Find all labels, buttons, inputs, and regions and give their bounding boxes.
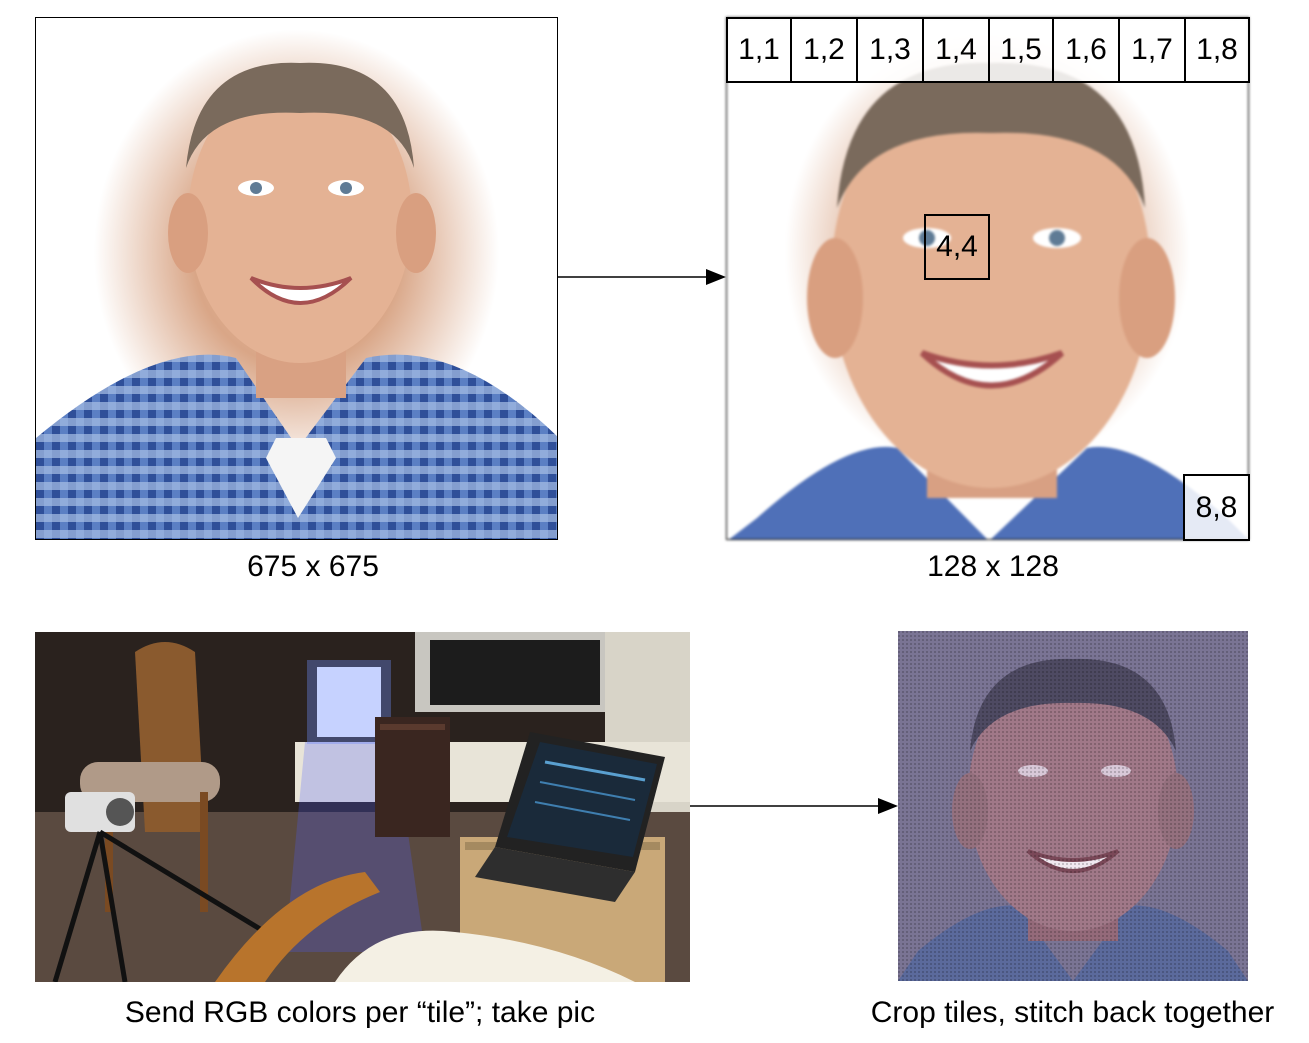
tile-1-7: 1,7 [1118, 17, 1186, 83]
tile-label: 1,8 [1196, 33, 1238, 66]
tile-label: 8,8 [1195, 490, 1238, 524]
capture-setup-photo [35, 632, 690, 982]
tile-label: 1,5 [1000, 33, 1042, 66]
tile-1-3: 1,3 [856, 17, 924, 83]
reconstructed-image [898, 631, 1248, 981]
downsampled-portrait-illustration [729, 62, 1248, 539]
tile-label: 1,6 [1065, 33, 1107, 66]
tile-label: 1,4 [935, 33, 977, 66]
tile-8-8: 8,8 [1183, 474, 1250, 541]
caption-downsampled-size: 128 x 128 [927, 550, 1059, 583]
tile-4-4: 4,4 [924, 214, 990, 280]
arrow-bottom [690, 798, 898, 814]
caption-capture-step: Send RGB colors per “tile”; take pic [124, 996, 596, 1029]
tile-1-1: 1,1 [726, 17, 792, 83]
caption-original-size: 675 x 675 [247, 550, 379, 583]
tile-label: 4,4 [936, 230, 978, 263]
portrait-illustration [36, 62, 557, 539]
downsampled-portrait [726, 17, 1249, 540]
capture-setup-illustration [35, 632, 690, 982]
tile-1-6: 1,6 [1052, 17, 1120, 83]
tile-1-8: 1,8 [1184, 17, 1250, 83]
tile-1-4: 1,4 [922, 17, 990, 83]
tile-label: 1,1 [738, 33, 780, 66]
reconstructed-illustration [898, 631, 1248, 981]
tile-label: 1,2 [803, 33, 845, 66]
tile-1-2: 1,2 [790, 17, 858, 83]
caption-stitch-step: Crop tiles, stitch back together [870, 996, 1275, 1029]
tile-1-5: 1,5 [988, 17, 1054, 83]
original-portrait [35, 17, 558, 540]
tile-label: 1,7 [1131, 33, 1173, 66]
tile-label: 1,3 [869, 33, 911, 66]
arrow-top [558, 269, 726, 285]
